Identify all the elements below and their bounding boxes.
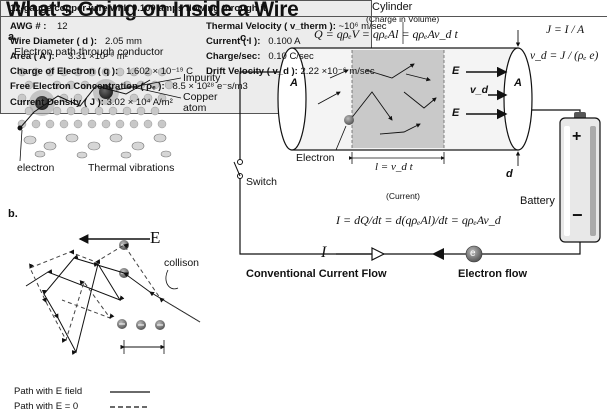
- charge-volume-label: (Charge in Volume): [366, 14, 440, 24]
- info-row-drift-velocity: Drift Velocity ( v_d ): 2.22 ×10⁻⁶ m/sec: [206, 66, 375, 77]
- electron-flow-symbol: e: [470, 248, 476, 259]
- right-end-cap: [503, 47, 533, 151]
- legend-field-label: Path with E field: [14, 386, 83, 397]
- impurity-atom-2: [99, 85, 113, 99]
- info-row-area: Area ( A ): 3.31 ×10⁻⁶ m²: [10, 51, 128, 62]
- switch-contact-top: [237, 159, 243, 165]
- drift-velocity-equation: v_d = J / (ρₑ e): [530, 50, 599, 62]
- current-symbol: I: [321, 244, 327, 261]
- impurity-atom: [35, 96, 49, 110]
- electron-flow-label: Electron flow: [458, 268, 528, 280]
- impurity-label: Impurity: [183, 72, 221, 84]
- info-row-charge: Charge of Electron ( q ): 1.602 × 10⁻¹⁹ …: [10, 66, 194, 77]
- electron-dot: [17, 125, 23, 131]
- electron-leader: [19, 129, 23, 162]
- info-row-current-density: Current Density ( J ): 3.02 × 10⁴ A/m²: [10, 97, 173, 108]
- electron-label-a: electron: [17, 162, 55, 174]
- electron-trajectories: [317, 63, 437, 135]
- panel-c-label: c.: [240, 32, 250, 44]
- current-density-equation: J = I / A: [546, 24, 585, 36]
- impurity-leader: [115, 77, 182, 91]
- electron-flow-particle: [465, 245, 483, 263]
- legend-zero-label: Path with E = 0: [14, 401, 79, 412]
- copper-lattice: [17, 67, 174, 129]
- panel-a-heading: Electron path through conductor: [14, 46, 164, 58]
- battery: [559, 112, 601, 243]
- wire-cylinder: [277, 47, 533, 151]
- electron-leader-c: [335, 125, 347, 151]
- electron-particle: [344, 115, 354, 125]
- atom-leader: [127, 85, 182, 99]
- info-row-charge-per-sec: Charge/sec: 0.10 C/sec: [206, 51, 314, 62]
- drift-velocity-label: v_d: [470, 84, 489, 96]
- switch-label: Switch: [246, 176, 277, 188]
- diameter-label: d: [506, 168, 513, 180]
- current-equation: I = dQ/dt = d(qρₑAl)/dt = qρₑAv_d: [336, 213, 501, 227]
- length-label: l = v_d t: [375, 161, 413, 173]
- left-end-cap: [277, 47, 307, 151]
- path-with-field: [25, 254, 201, 355]
- info-row-diameter: Wire Diameter ( d ): 2.05 mm: [10, 36, 142, 47]
- collision-leader: [165, 269, 179, 290]
- electron-path: [19, 79, 151, 129]
- info-row-concentration: Free Electron Concentration ( ρₑ ): 8.5 …: [10, 81, 248, 92]
- info-row-awg: AWG # : 12: [10, 21, 68, 32]
- charge-equation: Q = qρₑV = qρₑAl = qρₑAv_d t: [314, 27, 458, 41]
- switch-lever[interactable]: [233, 161, 241, 177]
- info-heading: 12-gauge copper wire with 0.100 amps flo…: [0, 0, 607, 17]
- conventional-flow-head: [371, 247, 386, 261]
- page-title: What's Going on Inside a Wire: [6, 0, 299, 21]
- field-label-2: E: [452, 107, 460, 119]
- info-row-thermal-velocity: Thermal Velocity ( v_therm ): ~10⁶ m/sec: [206, 21, 387, 32]
- battery-plus: +: [572, 128, 582, 145]
- cylinder-label: Cylinder: [372, 1, 413, 13]
- conventional-flow-label: Conventional Current Flow: [246, 268, 387, 280]
- current-caption: (Current): [386, 191, 421, 201]
- vibrating-atoms: [23, 133, 172, 159]
- battery-label: Battery: [520, 195, 555, 207]
- collision-label: collison: [164, 257, 200, 269]
- electron-flow-head: [432, 248, 444, 260]
- area-left-label: A: [290, 77, 298, 89]
- charge-volume: [352, 50, 444, 148]
- panel-b-label: b.: [8, 208, 18, 220]
- field-label-1: E: [452, 65, 460, 77]
- panel-a-label: a.: [8, 31, 18, 43]
- thermal-vibrations-label: Thermal vibrations: [88, 162, 175, 174]
- electron-label-c: Electron: [296, 152, 335, 164]
- battery-minus: −: [572, 205, 583, 225]
- info-row-current: Current ( I ): 0.100 A: [206, 36, 301, 47]
- copper-atom-label: Copper atom: [183, 91, 218, 114]
- area-right-label: A: [514, 77, 522, 89]
- e-field-label: E: [150, 228, 161, 247]
